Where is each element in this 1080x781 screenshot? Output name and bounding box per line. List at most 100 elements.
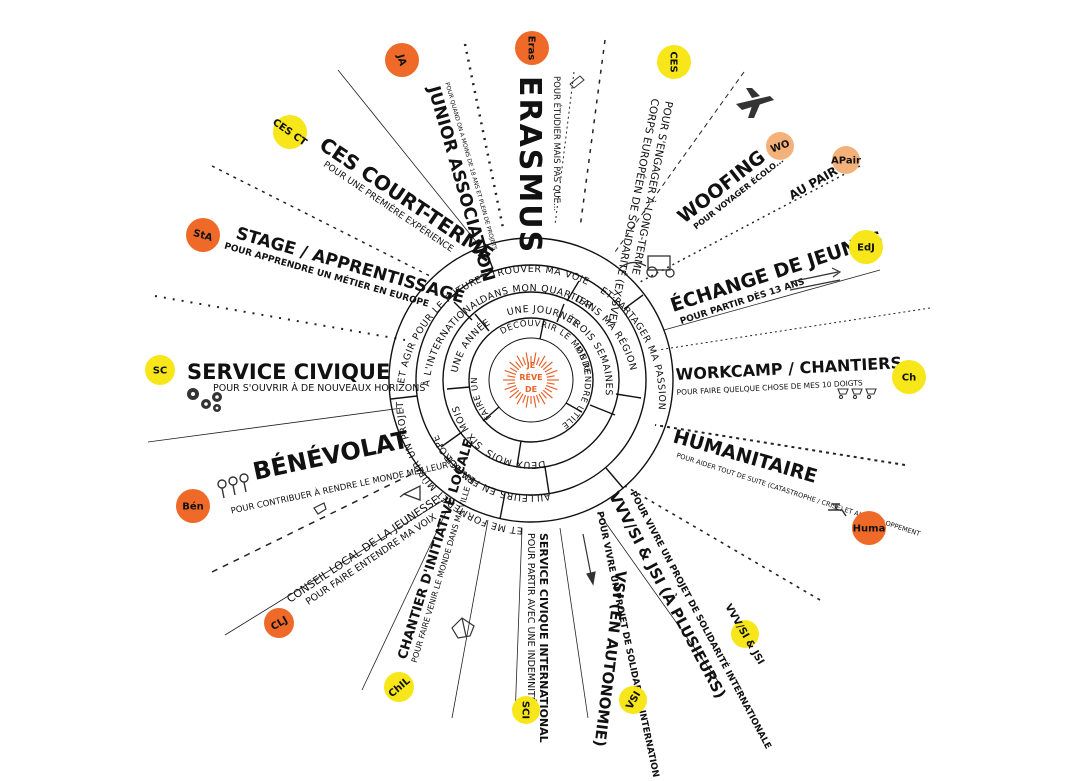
aupair-title: AU PAIR (787, 164, 840, 203)
sun-ray (507, 382, 516, 385)
badge-circle (176, 489, 210, 523)
badge-circle (766, 132, 794, 160)
sun-ray (545, 384, 558, 391)
sun-ray (540, 361, 547, 369)
program-service: SERVICE CIVIQUE POUR S'OUVRIR À DE NOUVE… (187, 360, 425, 394)
program-vsi: VSI (EN AUTONOMIE) (590, 570, 629, 748)
sun-ray (522, 394, 527, 403)
badge-label: JA (394, 52, 408, 67)
badge-circle (385, 43, 419, 77)
badge-circle (264, 608, 294, 638)
faucet-icon (828, 503, 847, 517)
badge-circle (852, 511, 886, 545)
badge-label: SCI (520, 701, 531, 719)
badge-erasmus: Eras (515, 31, 549, 65)
badge-woofing: WO (766, 132, 794, 160)
sun-ray (538, 355, 546, 367)
megaphone-icon (399, 484, 421, 501)
badge-conseil: CLJ (264, 608, 294, 638)
hand-pointer-icon (313, 502, 327, 515)
program-erasmus: ERASMUS POUR ÉTUDIER MAIS PAS QUE... (512, 76, 563, 254)
badge-label: SC (153, 366, 168, 377)
badge-vvv: VVV/SI & JSI (722, 602, 766, 666)
badge-circle (384, 672, 414, 702)
badge-workcamp: Ch (892, 360, 926, 394)
sun-ray (540, 391, 547, 399)
arrow-down-icon (582, 533, 596, 586)
plane-icon (736, 88, 774, 118)
gears-icon (187, 388, 222, 412)
sci-sub: POUR PARTIR AVEC UNE INDEMNITÉ (525, 533, 537, 703)
sun-ray (546, 375, 555, 378)
sun-ray (535, 394, 540, 403)
sun-ray (542, 361, 553, 371)
badge-circle (657, 45, 691, 79)
badge-label: CES (668, 51, 679, 72)
badge-junior: JA (385, 43, 419, 77)
sun-ray (525, 352, 529, 365)
sci-title: SERVICE CIVIQUE INTERNATIONAL (537, 533, 550, 743)
badge-label: VVV/SI & JSI (722, 602, 766, 666)
woofing-title: WOOFING (674, 146, 770, 228)
sun-ray (538, 393, 546, 405)
badge-circle (145, 355, 175, 385)
sun-ray (535, 357, 540, 366)
erasmus-sub: POUR ÉTUDIER MAIS PAS QUE... (551, 76, 563, 211)
sun-ray (544, 387, 553, 393)
wheel (388, 237, 674, 523)
badge-circle (515, 31, 549, 65)
people-icon (217, 473, 249, 499)
badge-cesct: CES CT (270, 115, 309, 149)
badge-sci: SCI (512, 696, 540, 724)
vvv-sub: POUR VIVRE UN PROJET DE SOLIDARITÉ INTER… (627, 489, 774, 751)
center-line-2: RÊVE (519, 371, 542, 382)
arrows-icon (789, 267, 842, 291)
sun-ray (509, 361, 520, 371)
badge-circle (832, 146, 860, 174)
badge-echange: EdJ (849, 230, 883, 264)
program-workcamp: WORKCAMP / CHANTIERS POUR FAIRE QUELQUE … (675, 353, 902, 397)
center-line-3: DE (525, 385, 537, 394)
books-icon (569, 75, 585, 89)
sun-ray (516, 393, 524, 405)
rays (147, 39, 931, 719)
sun-ray (522, 357, 527, 366)
badge-circle (731, 620, 759, 648)
badge-circle (849, 230, 883, 264)
sun-ray (507, 375, 516, 378)
program-benevolat: BÉNÉVOLAT POUR CONTRIBUER À RENDRE LE MO… (230, 425, 450, 517)
service-sub: POUR S'OUVRIR À DE NOUVEAUX HORIZONS (213, 382, 425, 394)
sun-ray (509, 387, 518, 393)
badge-stage: StA (186, 218, 220, 252)
sun-ray (533, 352, 537, 365)
badge-service: SC (145, 355, 175, 385)
erasmus-title: ERASMUS (512, 76, 547, 254)
badge-ces: CES (657, 45, 691, 79)
vsi-title: VSI (EN AUTONOMIE) (590, 570, 629, 748)
center-sun (503, 352, 559, 408)
program-ces: CORPS EUROPÉEN DE SOLIDARITÉ (EX.SVE) PO… (605, 97, 675, 325)
sun-ray (533, 395, 537, 408)
sun-ray (544, 367, 553, 373)
sun-ray (542, 389, 553, 399)
badge-benevolat: Bén (176, 489, 210, 523)
sun-ray (504, 369, 517, 376)
badge-label: Eras (526, 36, 537, 61)
sun-ray (525, 395, 529, 408)
workcamp-title: WORKCAMP / CHANTIERS (675, 353, 902, 384)
sun-ray (546, 382, 555, 385)
badge-circle (619, 686, 647, 714)
program-sci: SERVICE CIVIQUE INTERNATIONAL POUR PARTI… (525, 533, 550, 743)
inner-ring-label: ME RENDRE UTILE (559, 345, 592, 431)
badge-circle (273, 115, 307, 149)
sun-ray (516, 355, 524, 367)
sun-ray (509, 389, 520, 399)
badge-aupair: APair (831, 146, 861, 174)
badge-circle (186, 218, 220, 252)
badge-humanitaire: Huma (852, 511, 886, 545)
service-title: SERVICE CIVIQUE (187, 360, 390, 384)
badge-chantier: ChIL (384, 672, 414, 702)
badge-circle (892, 360, 926, 394)
program-aupair: AU PAIR (787, 164, 840, 203)
